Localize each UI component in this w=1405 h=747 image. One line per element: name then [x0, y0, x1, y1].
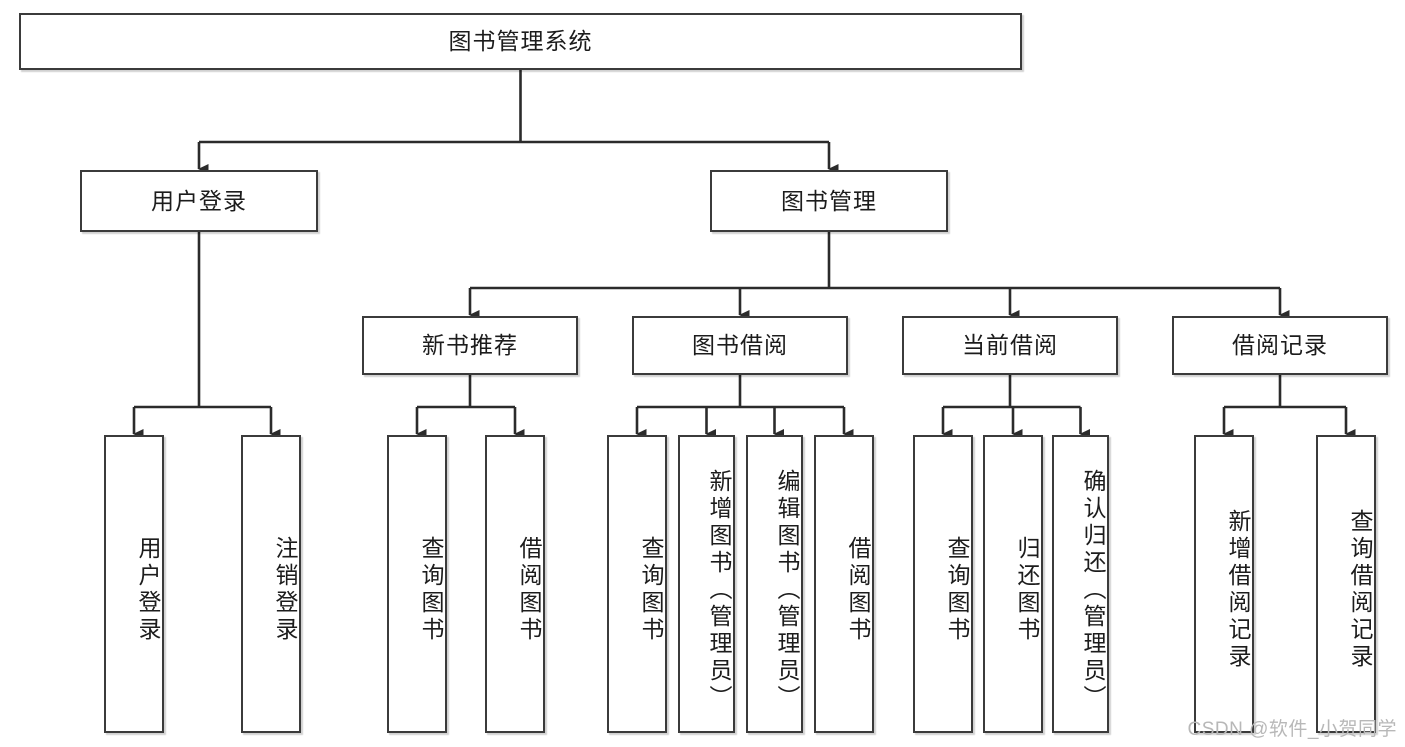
node-root[interactable]: 图书管理系统 — [19, 13, 1022, 70]
connector-bus — [1224, 375, 1346, 409]
node-label: 查询图书 — [638, 536, 664, 644]
node-label: 图书借阅 — [692, 332, 788, 359]
connector-bus — [417, 375, 515, 409]
node-label: 编辑图书（管理员） — [774, 468, 800, 712]
node-leaf-leaf-query-book-2[interactable]: 查询图书 — [607, 435, 667, 733]
connector-bus — [199, 70, 829, 144]
node-label: 归还图书 — [1014, 536, 1040, 644]
node-leaf-leaf-query-book-3[interactable]: 查询图书 — [913, 435, 973, 733]
node-level3-book-borrow[interactable]: 图书借阅 — [632, 316, 848, 375]
node-label: 注销登录 — [272, 536, 298, 644]
node-leaf-leaf-edit-book[interactable]: 编辑图书（管理员） — [746, 435, 803, 733]
node-label: 查询借阅记录 — [1347, 509, 1373, 671]
node-label: 查询图书 — [944, 536, 970, 644]
node-label: 当前借阅 — [962, 332, 1058, 359]
node-label: 新增借阅记录 — [1225, 509, 1251, 671]
node-label: 查询图书 — [418, 536, 444, 644]
connector-bus — [134, 232, 271, 409]
connector-bus — [637, 375, 844, 409]
edge-group — [132, 70, 1356, 439]
node-leaf-leaf-logout[interactable]: 注销登录 — [241, 435, 301, 733]
node-leaf-leaf-user-login[interactable]: 用户登录 — [104, 435, 164, 733]
connector-bus — [470, 232, 1280, 290]
node-leaf-leaf-return-book[interactable]: 归还图书 — [983, 435, 1043, 733]
node-label: 借阅记录 — [1232, 332, 1328, 359]
node-leaf-leaf-borrow-book-2[interactable]: 借阅图书 — [814, 435, 874, 733]
node-leaf-leaf-query-record[interactable]: 查询借阅记录 — [1316, 435, 1376, 733]
watermark-text: CSDN @软件_小贺同学 — [1187, 719, 1397, 740]
node-leaf-leaf-add-record[interactable]: 新增借阅记录 — [1194, 435, 1254, 733]
node-leaf-leaf-query-book-1[interactable]: 查询图书 — [387, 435, 447, 733]
node-level3-current-borrow[interactable]: 当前借阅 — [902, 316, 1118, 375]
node-label: 借阅图书 — [845, 536, 871, 644]
node-label: 确认归还（管理员） — [1080, 468, 1106, 712]
node-label: 用户登录 — [151, 187, 247, 214]
node-leaf-leaf-add-book[interactable]: 新增图书（管理员） — [678, 435, 735, 733]
node-level3-borrow-record[interactable]: 借阅记录 — [1172, 316, 1388, 375]
node-label: 图书管理系统 — [448, 28, 593, 55]
node-label: 新增图书（管理员） — [706, 468, 732, 712]
node-leaf-leaf-confirm-return[interactable]: 确认归还（管理员） — [1052, 435, 1109, 733]
node-label: 用户登录 — [135, 536, 161, 644]
connector-bus — [943, 375, 1081, 409]
node-label: 图书管理 — [781, 187, 877, 214]
node-label: 借阅图书 — [516, 536, 542, 644]
node-level3-new-book-rec[interactable]: 新书推荐 — [362, 316, 578, 375]
node-level2-book-manage[interactable]: 图书管理 — [710, 170, 948, 232]
node-level2-user-login[interactable]: 用户登录 — [80, 170, 318, 232]
node-leaf-leaf-borrow-book-1[interactable]: 借阅图书 — [485, 435, 545, 733]
node-label: 新书推荐 — [422, 332, 518, 359]
